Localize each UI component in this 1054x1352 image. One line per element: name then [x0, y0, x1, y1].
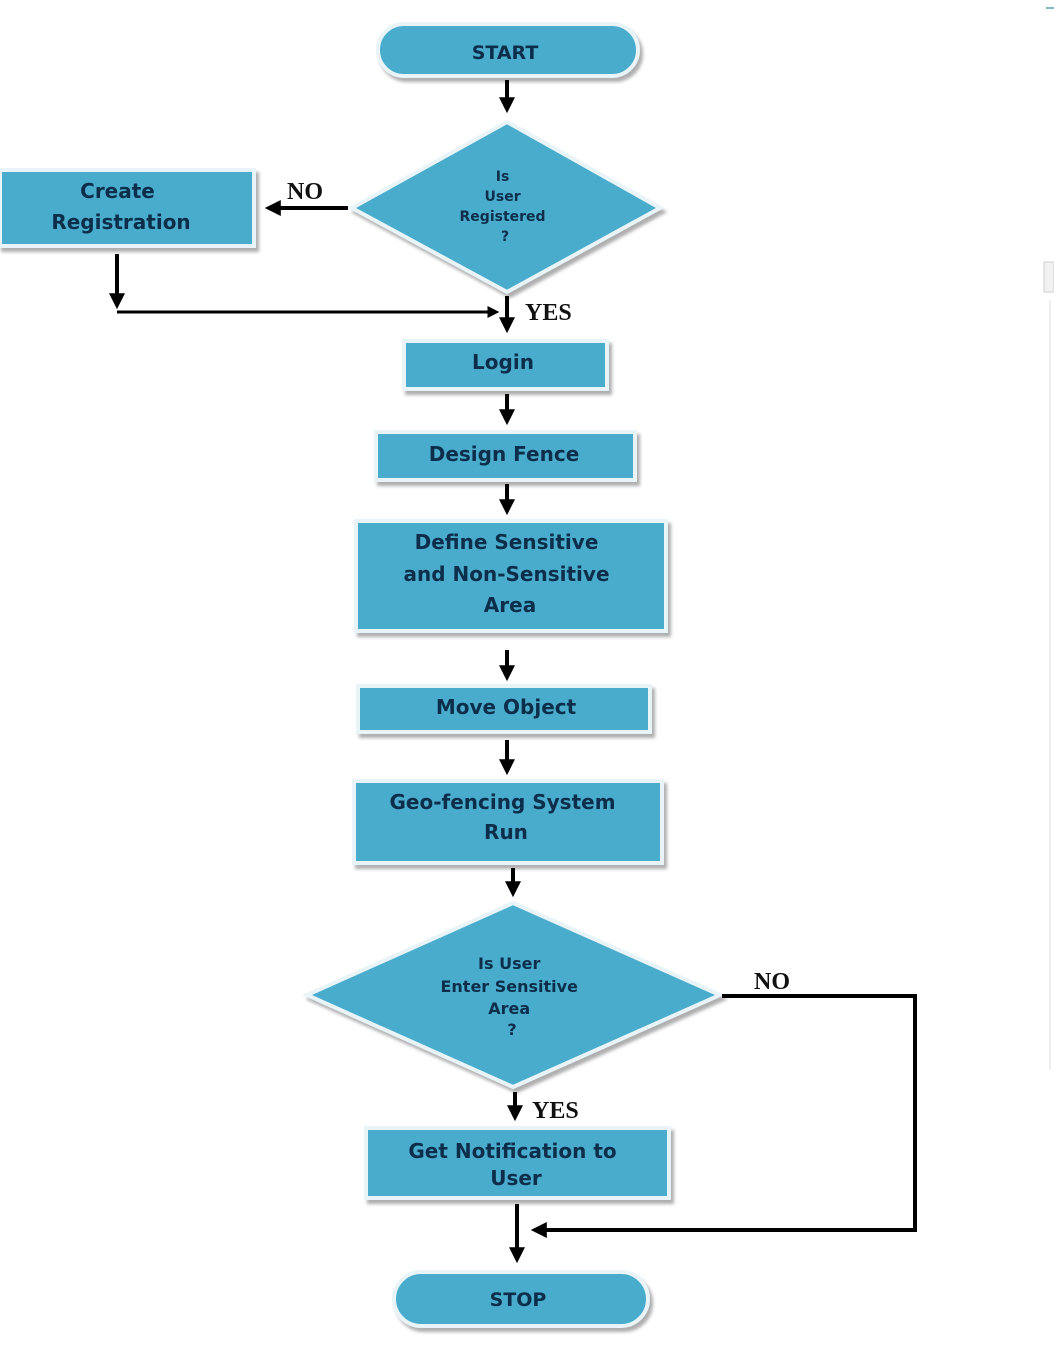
- edge-label-no-sensitive: NO: [754, 969, 790, 995]
- decision-is-user-registered: Is User Registered ?: [347, 119, 665, 295]
- stop-label: STOP: [490, 1289, 547, 1311]
- process-move-object: Move Object: [356, 684, 652, 734]
- edge-label-no-registered: NO: [287, 179, 323, 205]
- process-geofencing-system-run: Geo-fencing System Run: [352, 779, 664, 865]
- right-edge-artifact: [1043, 7, 1054, 1070]
- process-define-sensitive-area-label: Define Sensitive and Non-Sensitive Area: [404, 530, 617, 617]
- process-define-sensitive-area: Define Sensitive and Non-Sensitive Area: [354, 519, 668, 633]
- decision-is-user-enter-sensitive-area: Is User Enter Sensitive Area ?: [302, 900, 725, 1090]
- start-label: START: [472, 42, 539, 64]
- process-geofencing-system-run-label: Geo-fencing System Run: [389, 790, 622, 844]
- arrow-no-to-stop: [530, 994, 917, 1238]
- process-create-registration: Create Registration: [0, 168, 256, 248]
- start-terminator: START: [376, 22, 640, 78]
- process-move-object-label: Move Object: [436, 695, 577, 719]
- decision-is-user-enter-sensitive-area-label: Is User Enter Sensitive Area ?: [440, 954, 583, 1039]
- process-create-registration-label: Create Registration: [51, 179, 190, 234]
- process-design-fence-label: Design Fence: [429, 442, 580, 466]
- process-login-label: Login: [472, 350, 534, 374]
- process-login: Login: [402, 339, 609, 391]
- decision-is-user-registered-label: Is User Registered ?: [460, 169, 551, 245]
- edge-label-yes-sensitive: YES: [532, 1098, 579, 1124]
- process-get-notification-label: Get Notification to User: [408, 1139, 623, 1190]
- process-design-fence: Design Fence: [374, 430, 637, 482]
- stop-terminator: STOP: [392, 1270, 650, 1328]
- process-get-notification: Get Notification to User: [364, 1126, 671, 1200]
- edge-label-yes-registered: YES: [525, 300, 572, 326]
